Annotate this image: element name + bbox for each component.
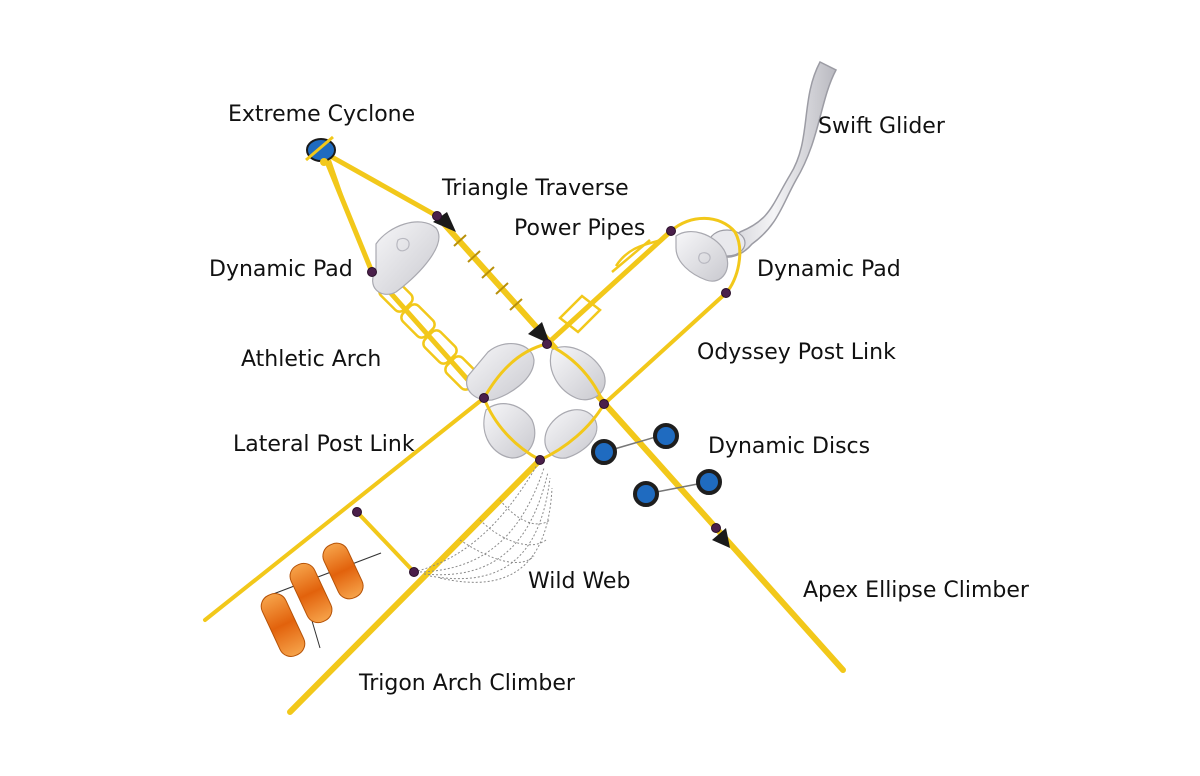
dynamic-discs	[591, 423, 722, 507]
apex-ellipse-grip	[712, 528, 730, 548]
label-wild-web: Wild Web	[528, 569, 631, 594]
odyssey-post-link-bar	[602, 291, 728, 406]
dynamic-pad-right	[675, 231, 729, 282]
triangle-traverse-bar	[434, 213, 846, 673]
central-deck	[466, 342, 606, 462]
label-trigon-arch-climber: Trigon Arch Climber	[359, 671, 575, 696]
label-lateral-post-link: Lateral Post Link	[233, 432, 415, 457]
disc-1	[591, 439, 617, 465]
disc-2	[653, 423, 679, 449]
label-athletic-arch: Athletic Arch	[241, 347, 382, 372]
label-dynamic-discs: Dynamic Discs	[708, 434, 871, 459]
power-pipes	[558, 238, 661, 334]
trigon-arch-climber	[260, 510, 416, 657]
label-dynamic-pad-left: Dynamic Pad	[209, 257, 353, 282]
dynamic-pad-left	[372, 221, 440, 295]
cyclone-spinner	[306, 138, 336, 162]
roller-1	[322, 542, 364, 600]
label-extreme-cyclone: Extreme Cyclone	[228, 102, 416, 127]
roller-3	[260, 593, 306, 657]
center-grip	[528, 322, 550, 344]
disc-4	[696, 469, 722, 495]
wild-web-net	[413, 459, 553, 583]
power-pipes-bar	[544, 228, 674, 347]
triangle-traverse-grip	[433, 212, 456, 232]
label-apex-ellipse-climber: Apex Ellipse Climber	[803, 578, 1029, 603]
junction-nodes	[352, 211, 731, 577]
label-dynamic-pad-right: Dynamic Pad	[757, 257, 901, 282]
extreme-cyclone	[305, 135, 439, 273]
lower-bar	[287, 457, 543, 715]
label-odyssey-post-link: Odyssey Post Link	[697, 340, 896, 365]
label-triangle-traverse: Triangle Traverse	[442, 176, 629, 201]
lateral-post-link-bar	[203, 396, 486, 622]
triangle-traverse-rungs	[453, 234, 523, 311]
label-swift-glider: Swift Glider	[818, 114, 945, 139]
label-power-pipes: Power Pipes	[514, 216, 646, 241]
swift-glider-slide	[708, 61, 838, 258]
roller-2	[289, 562, 333, 624]
disc-3	[633, 481, 659, 507]
